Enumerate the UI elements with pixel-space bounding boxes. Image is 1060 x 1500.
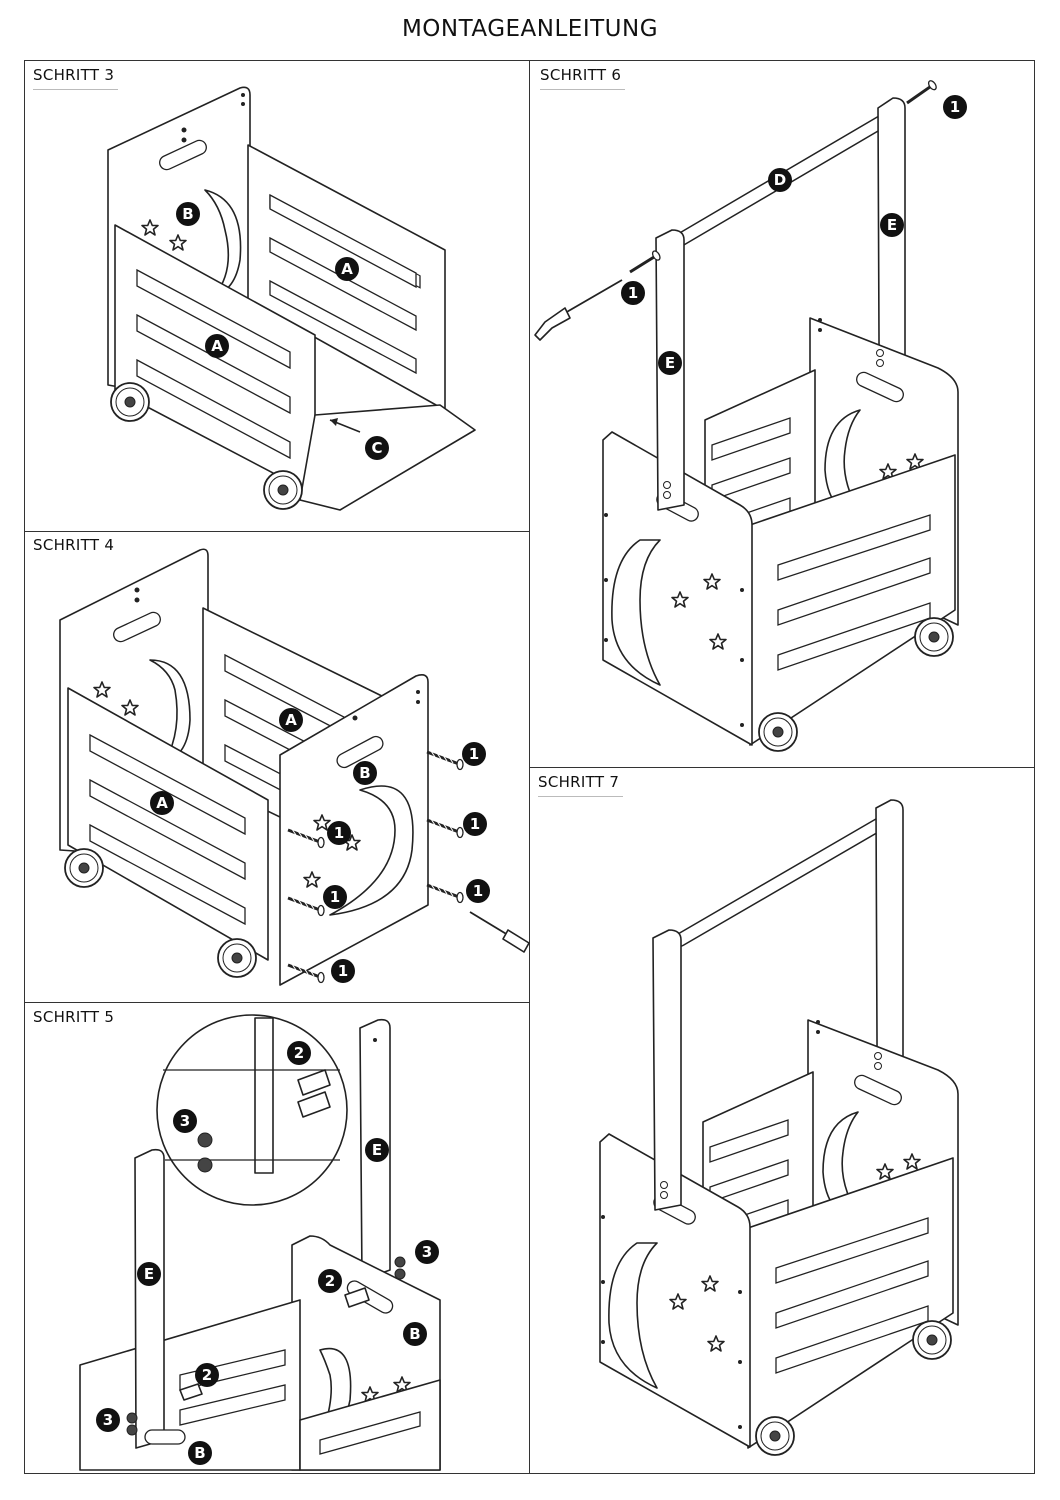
marker-b-step5-right: B — [403, 1322, 427, 1346]
step-6-label: SCHRITT 6 — [540, 66, 622, 84]
step-6-drawing — [534, 80, 959, 752]
marker-1-step4-e: 1 — [323, 885, 347, 909]
divider-step4-step5 — [24, 1002, 529, 1004]
marker-c-step3: C — [365, 436, 389, 460]
step-7-label: SCHRITT 7 — [538, 773, 620, 791]
marker-1-step4-c: 1 — [466, 879, 490, 903]
marker-e-step5-left: E — [137, 1262, 161, 1286]
svg-text:1: 1 — [469, 745, 479, 763]
marker-e-step6-left: E — [658, 351, 682, 375]
step-3-label: SCHRITT 3 — [33, 66, 115, 84]
marker-1-step6-top: 1 — [943, 95, 967, 119]
svg-text:A: A — [285, 711, 297, 729]
marker-e-step5-right: E — [365, 1138, 389, 1162]
svg-text:A: A — [341, 260, 353, 278]
svg-text:3: 3 — [422, 1243, 432, 1261]
marker-a-step4-front: A — [150, 791, 174, 815]
step-7-drawing — [599, 799, 959, 1456]
marker-a-step3-back: A — [335, 257, 359, 281]
svg-text:3: 3 — [103, 1411, 113, 1429]
marker-1-step4-a: 1 — [462, 742, 486, 766]
marker-a-step4-back: A — [279, 708, 303, 732]
svg-text:E: E — [144, 1265, 154, 1283]
svg-text:1: 1 — [950, 98, 960, 116]
page-title: MONTAGEANLEITUNG — [401, 16, 659, 42]
svg-text:B: B — [182, 205, 193, 223]
marker-3-step5-right: 3 — [415, 1240, 439, 1264]
svg-text:1: 1 — [628, 284, 638, 302]
marker-1-step4-d: 1 — [327, 821, 351, 845]
step-4-drawing — [59, 548, 530, 986]
divider-step3-step4 — [24, 531, 529, 533]
marker-3-step5-detail: 3 — [173, 1109, 197, 1133]
svg-text:1: 1 — [470, 815, 480, 833]
svg-text:2: 2 — [202, 1366, 212, 1384]
svg-text:C: C — [371, 439, 382, 457]
marker-e-step6-right: E — [880, 213, 904, 237]
marker-a-step3-front: A — [205, 334, 229, 358]
svg-text:A: A — [211, 337, 223, 355]
step-4-label: SCHRITT 4 — [33, 536, 115, 554]
svg-text:1: 1 — [334, 824, 344, 842]
svg-text:1: 1 — [338, 962, 348, 980]
svg-text:B: B — [359, 764, 370, 782]
svg-text:E: E — [372, 1141, 382, 1159]
svg-text:3: 3 — [180, 1112, 190, 1130]
marker-b-step5-left: B — [188, 1441, 212, 1465]
svg-text:2: 2 — [325, 1272, 335, 1290]
divider-step6-step7 — [529, 767, 1035, 769]
svg-text:E: E — [887, 216, 897, 234]
marker-3-step5-left: 3 — [96, 1408, 120, 1432]
svg-text:B: B — [409, 1325, 420, 1343]
marker-d-step6: D — [768, 168, 792, 192]
marker-2-step5-left: 2 — [195, 1363, 219, 1387]
marker-1-step4-b: 1 — [463, 812, 487, 836]
svg-text:B: B — [194, 1444, 205, 1462]
marker-b-step4: B — [353, 761, 377, 785]
marker-b-step3: B — [176, 202, 200, 226]
marker-1-step6-left: 1 — [621, 281, 645, 305]
svg-text:E: E — [665, 354, 675, 372]
svg-text:A: A — [156, 794, 168, 812]
marker-2-step5-right: 2 — [318, 1269, 342, 1293]
step-5-drawing — [79, 1014, 441, 1471]
step-3-drawing — [107, 86, 476, 511]
marker-2-step5-detail: 2 — [287, 1041, 311, 1065]
svg-text:1: 1 — [473, 882, 483, 900]
marker-1-step4-f: 1 — [331, 959, 355, 983]
svg-text:2: 2 — [294, 1044, 304, 1062]
svg-text:1: 1 — [330, 888, 340, 906]
step-5-label: SCHRITT 5 — [33, 1008, 115, 1026]
svg-text:D: D — [774, 171, 786, 189]
